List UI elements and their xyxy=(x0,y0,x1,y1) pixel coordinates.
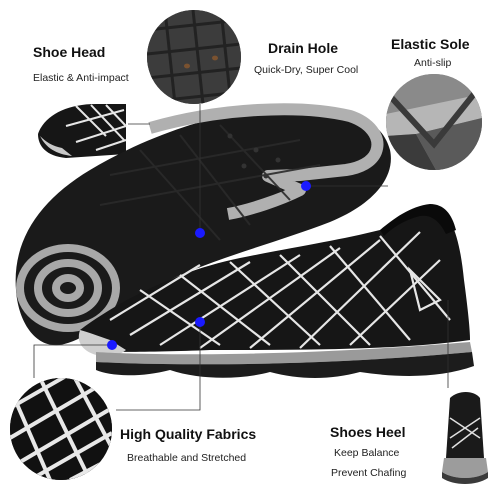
shoe-head-closeup xyxy=(36,96,128,166)
shoes-heel-subtitle-2: Prevent Chafing xyxy=(331,467,407,479)
shoes-heel-title: Shoes Heel xyxy=(330,424,406,440)
elastic-sole-title: Elastic Sole xyxy=(391,36,470,52)
fabric-closeup xyxy=(10,378,112,480)
fabrics-title: High Quality Fabrics xyxy=(120,426,257,442)
shoe-head-title: Shoe Head xyxy=(33,44,106,60)
heel-closeup xyxy=(440,388,490,486)
drain-hole-closeup xyxy=(147,10,241,104)
elastic-sole-closeup xyxy=(386,74,482,170)
fabrics-subtitle: Breathable and Stretched xyxy=(127,452,247,464)
drain-hole-title: Drain Hole xyxy=(268,40,339,56)
shoes-heel-subtitle-1: Keep Balance xyxy=(334,447,400,459)
drain-hole-subtitle: Quick-Dry, Super Cool xyxy=(254,64,359,76)
shoe-head-subtitle: Elastic & Anti-impact xyxy=(33,72,129,84)
elastic-sole-subtitle: Anti-slip xyxy=(414,57,452,69)
